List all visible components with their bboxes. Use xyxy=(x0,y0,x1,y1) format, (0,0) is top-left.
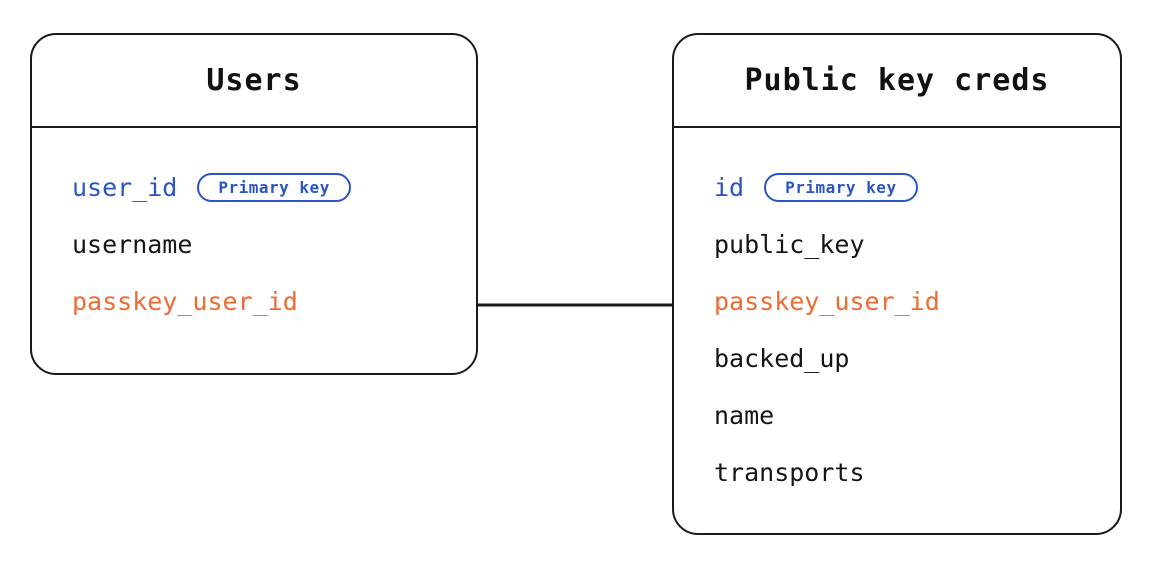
primary-key-badge: Primary key xyxy=(197,173,351,202)
entity-public-key-creds[interactable]: Public key creds id Primary key public_k… xyxy=(672,33,1122,535)
field-row[interactable]: public_key xyxy=(674,216,1120,273)
entity-public-key-creds-field-list: id Primary key public_key passkey_user_i… xyxy=(674,128,1120,501)
field-row[interactable]: id Primary key xyxy=(674,159,1120,216)
entity-users[interactable]: Users user_id Primary key username passk… xyxy=(30,33,478,375)
entity-public-key-creds-header: Public key creds xyxy=(674,35,1120,128)
entity-public-key-creds-title: Public key creds xyxy=(744,63,1050,98)
field-row[interactable]: username xyxy=(32,216,476,273)
field-name-passkey-user-id: passkey_user_id xyxy=(714,287,940,316)
primary-key-badge: Primary key xyxy=(764,173,918,202)
field-row[interactable]: backed_up xyxy=(674,330,1120,387)
primary-key-badge-label: Primary key xyxy=(218,177,330,197)
field-row[interactable]: transports xyxy=(674,444,1120,501)
primary-key-badge-label: Primary key xyxy=(785,177,897,197)
field-row[interactable]: user_id Primary key xyxy=(32,159,476,216)
field-row[interactable]: name xyxy=(674,387,1120,444)
field-row[interactable]: passkey_user_id xyxy=(674,273,1120,330)
field-name-transports: transports xyxy=(714,458,865,487)
field-row[interactable]: passkey_user_id xyxy=(32,273,476,330)
entity-users-header: Users xyxy=(32,35,476,128)
field-name-id: id xyxy=(714,173,745,202)
field-name-backed-up: backed_up xyxy=(714,344,850,373)
field-name-public-key: public_key xyxy=(714,230,865,259)
field-name-username: username xyxy=(72,230,193,259)
entity-users-field-list: user_id Primary key username passkey_use… xyxy=(32,128,476,330)
field-name-passkey-user-id: passkey_user_id xyxy=(72,287,298,316)
field-name-user-id: user_id xyxy=(72,173,178,202)
entity-users-title: Users xyxy=(206,63,302,98)
field-name-name: name xyxy=(714,401,775,430)
